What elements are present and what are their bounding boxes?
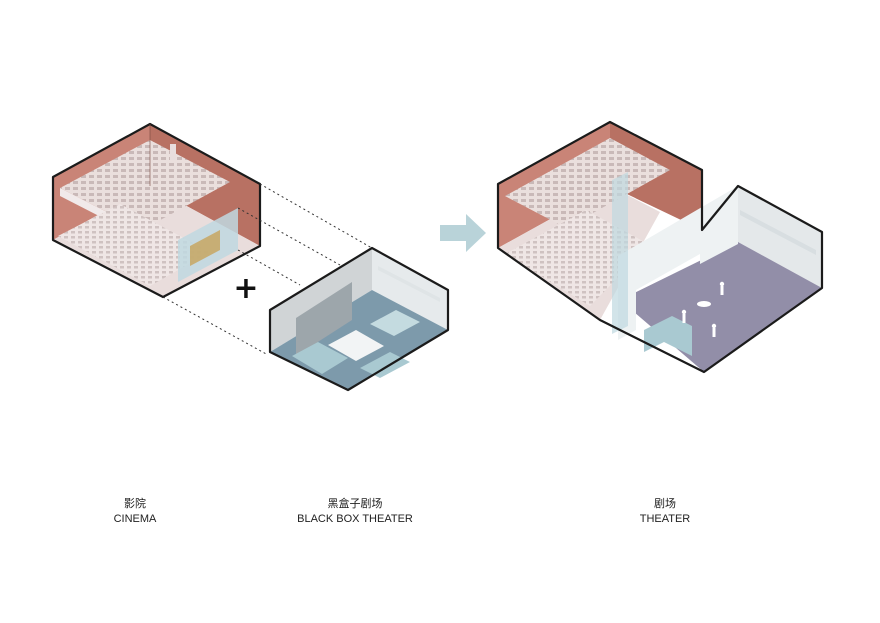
blackbox-platform [328,330,384,361]
plus-operator: + [233,271,258,306]
cinema-balcony [60,140,230,230]
caption-blackbox-zh: 黑盒子剧场 [327,498,383,510]
cinema-model [51,122,262,299]
blackbox-outline [268,246,450,392]
theater-right-wall [738,186,822,288]
blackbox-shelf [378,266,440,302]
blackbox-curtain [296,282,352,356]
theater-stage-seating [644,316,692,356]
cinema-screen-image [190,230,220,266]
projection-lines [162,183,373,356]
caption-cinema-en: CINEMA [113,513,157,525]
theater-figures [681,281,725,337]
theater-shelf [740,210,816,255]
blackbox-right-wall [372,248,448,330]
blackbox-seating-back [370,310,420,336]
theater-model [496,120,824,374]
caption-blackbox-en: BLACK BOX THEATER [297,513,413,525]
caption-theater-zh: 剧场 [654,498,676,510]
svg-text:+: + [233,271,258,306]
blackbox-left-wall [270,248,372,352]
blackbox-seating-right [360,352,410,378]
cinema-door [170,144,176,160]
theater-glass [612,172,628,334]
theater-balcony [505,138,670,228]
theater-outline [496,120,824,374]
caption-theater: 剧场 THEATER [615,497,715,527]
caption-cinema: 影院 CINEMA [85,497,185,527]
blackbox-model [268,246,450,392]
theater-proscenium [618,186,738,340]
arrow-icon [440,214,486,252]
caption-cinema-zh: 影院 [124,498,146,510]
caption-blackbox: 黑盒子剧场 BLACK BOX THEATER [275,497,435,527]
caption-theater-en: THEATER [639,513,691,525]
cinema-lower-seats [58,204,210,286]
blackbox-seating-front [292,342,348,374]
